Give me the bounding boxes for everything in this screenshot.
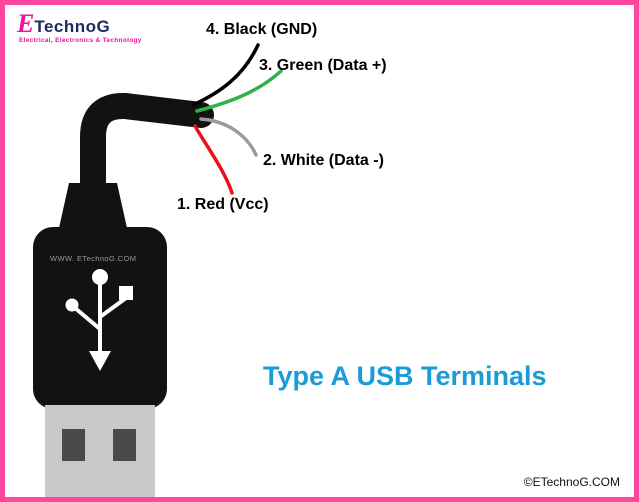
metal-hole-right [113, 429, 136, 461]
metal-hole-left [62, 429, 85, 461]
wire-label-green-data-plus: 3. Green (Data +) [259, 57, 387, 74]
watermark-text: WWW. ETechnoG.COM [50, 254, 137, 263]
brand-rest: TechnoG [34, 17, 111, 36]
wire-label-white-data-minus: 2. White (Data -) [263, 152, 384, 169]
usb-trident-icon [65, 269, 133, 371]
wire-green-data-plus [195, 69, 283, 113]
wire-white-data-minus [199, 117, 258, 157]
copyright-text: ©ETechnoG.COM [523, 475, 620, 489]
wire-label-red-vcc: 1. Red (Vcc) [177, 196, 269, 213]
brand-logo: ETechnoG Electrical, Electronics & Techn… [17, 11, 142, 45]
usb-connector-drawing [33, 43, 283, 497]
wire-label-black-gnd: 4. Black (GND) [206, 21, 318, 38]
brand-name: ETechnoG [17, 11, 142, 37]
brand-tagline: Electrical, Electronics & Technology [19, 37, 142, 44]
connector-neck [57, 183, 129, 237]
diagram-title: Type A USB Terminals [263, 361, 547, 391]
wire-black-gnd [191, 43, 260, 107]
usb-cable [80, 93, 214, 233]
brand-initial: E [17, 9, 35, 38]
connector-metal-shield [45, 405, 155, 497]
wire-red-vcc [193, 124, 234, 195]
